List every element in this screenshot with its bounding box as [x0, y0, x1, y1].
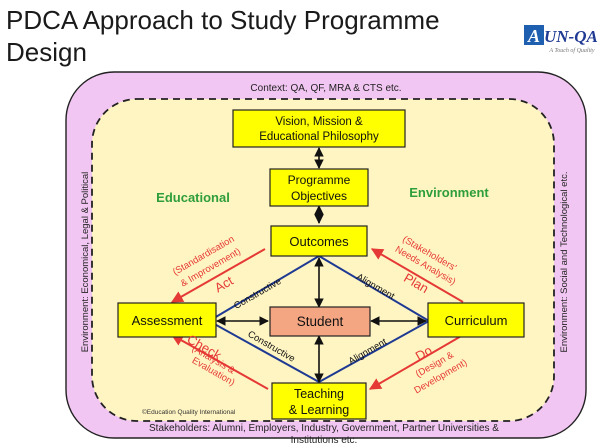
vision-box	[232, 109, 406, 148]
teaching-box	[271, 382, 367, 420]
stakeholders-label: Stakeholders: Alumni, Employers, Industr…	[149, 423, 499, 434]
teaching-label-2: & Learning	[289, 403, 350, 417]
student-box	[269, 306, 371, 337]
assessment-label: Assessment	[132, 313, 203, 328]
curriculum-label: Curriculum	[445, 313, 508, 328]
stakeholders-label-cont: Institutions etc.	[291, 435, 358, 446]
objectives-label-1: Programme	[288, 173, 351, 187]
logo-tagline: A Touch of Quality	[548, 47, 595, 54]
environment-left-label: Environment: Economical, Legal & Politic…	[80, 172, 91, 353]
copyright-label: ©Education Quality International	[142, 408, 236, 416]
objectives-box	[269, 168, 369, 207]
page-title: PDCA Approach to Study Programme Design	[6, 5, 440, 67]
assessment-box	[117, 302, 217, 338]
logo-mark-icon	[524, 25, 544, 45]
plan-arrow	[370, 248, 464, 303]
check-arrow	[170, 334, 269, 390]
outcomes-box	[270, 225, 368, 257]
student-label: Student	[297, 314, 344, 329]
do-arrow	[368, 334, 464, 390]
vision-label-1: Vision, Mission &	[275, 116, 363, 128]
environment-label: Environment	[409, 185, 489, 200]
aun-qa-logo: A UN-QA A Touch of Quality	[522, 19, 614, 59]
environment-right-label: Environment: Social and Technological et…	[559, 172, 570, 353]
do-label: Do	[413, 342, 435, 363]
vision-label-2: Educational Philosophy	[259, 131, 379, 143]
curriculum-box	[427, 302, 525, 338]
svg-text:A: A	[527, 26, 540, 46]
context-label: Context: QA, QF, MRA & CTS etc.	[250, 83, 401, 94]
outcomes-label: Outcomes	[289, 234, 349, 249]
educational-label: Educational	[156, 190, 230, 205]
teaching-label-1: Teaching	[294, 387, 344, 401]
objectives-label-2: Objectives	[291, 189, 347, 203]
logo-text: UN-QA	[544, 27, 598, 46]
act-arrow	[170, 248, 266, 303]
